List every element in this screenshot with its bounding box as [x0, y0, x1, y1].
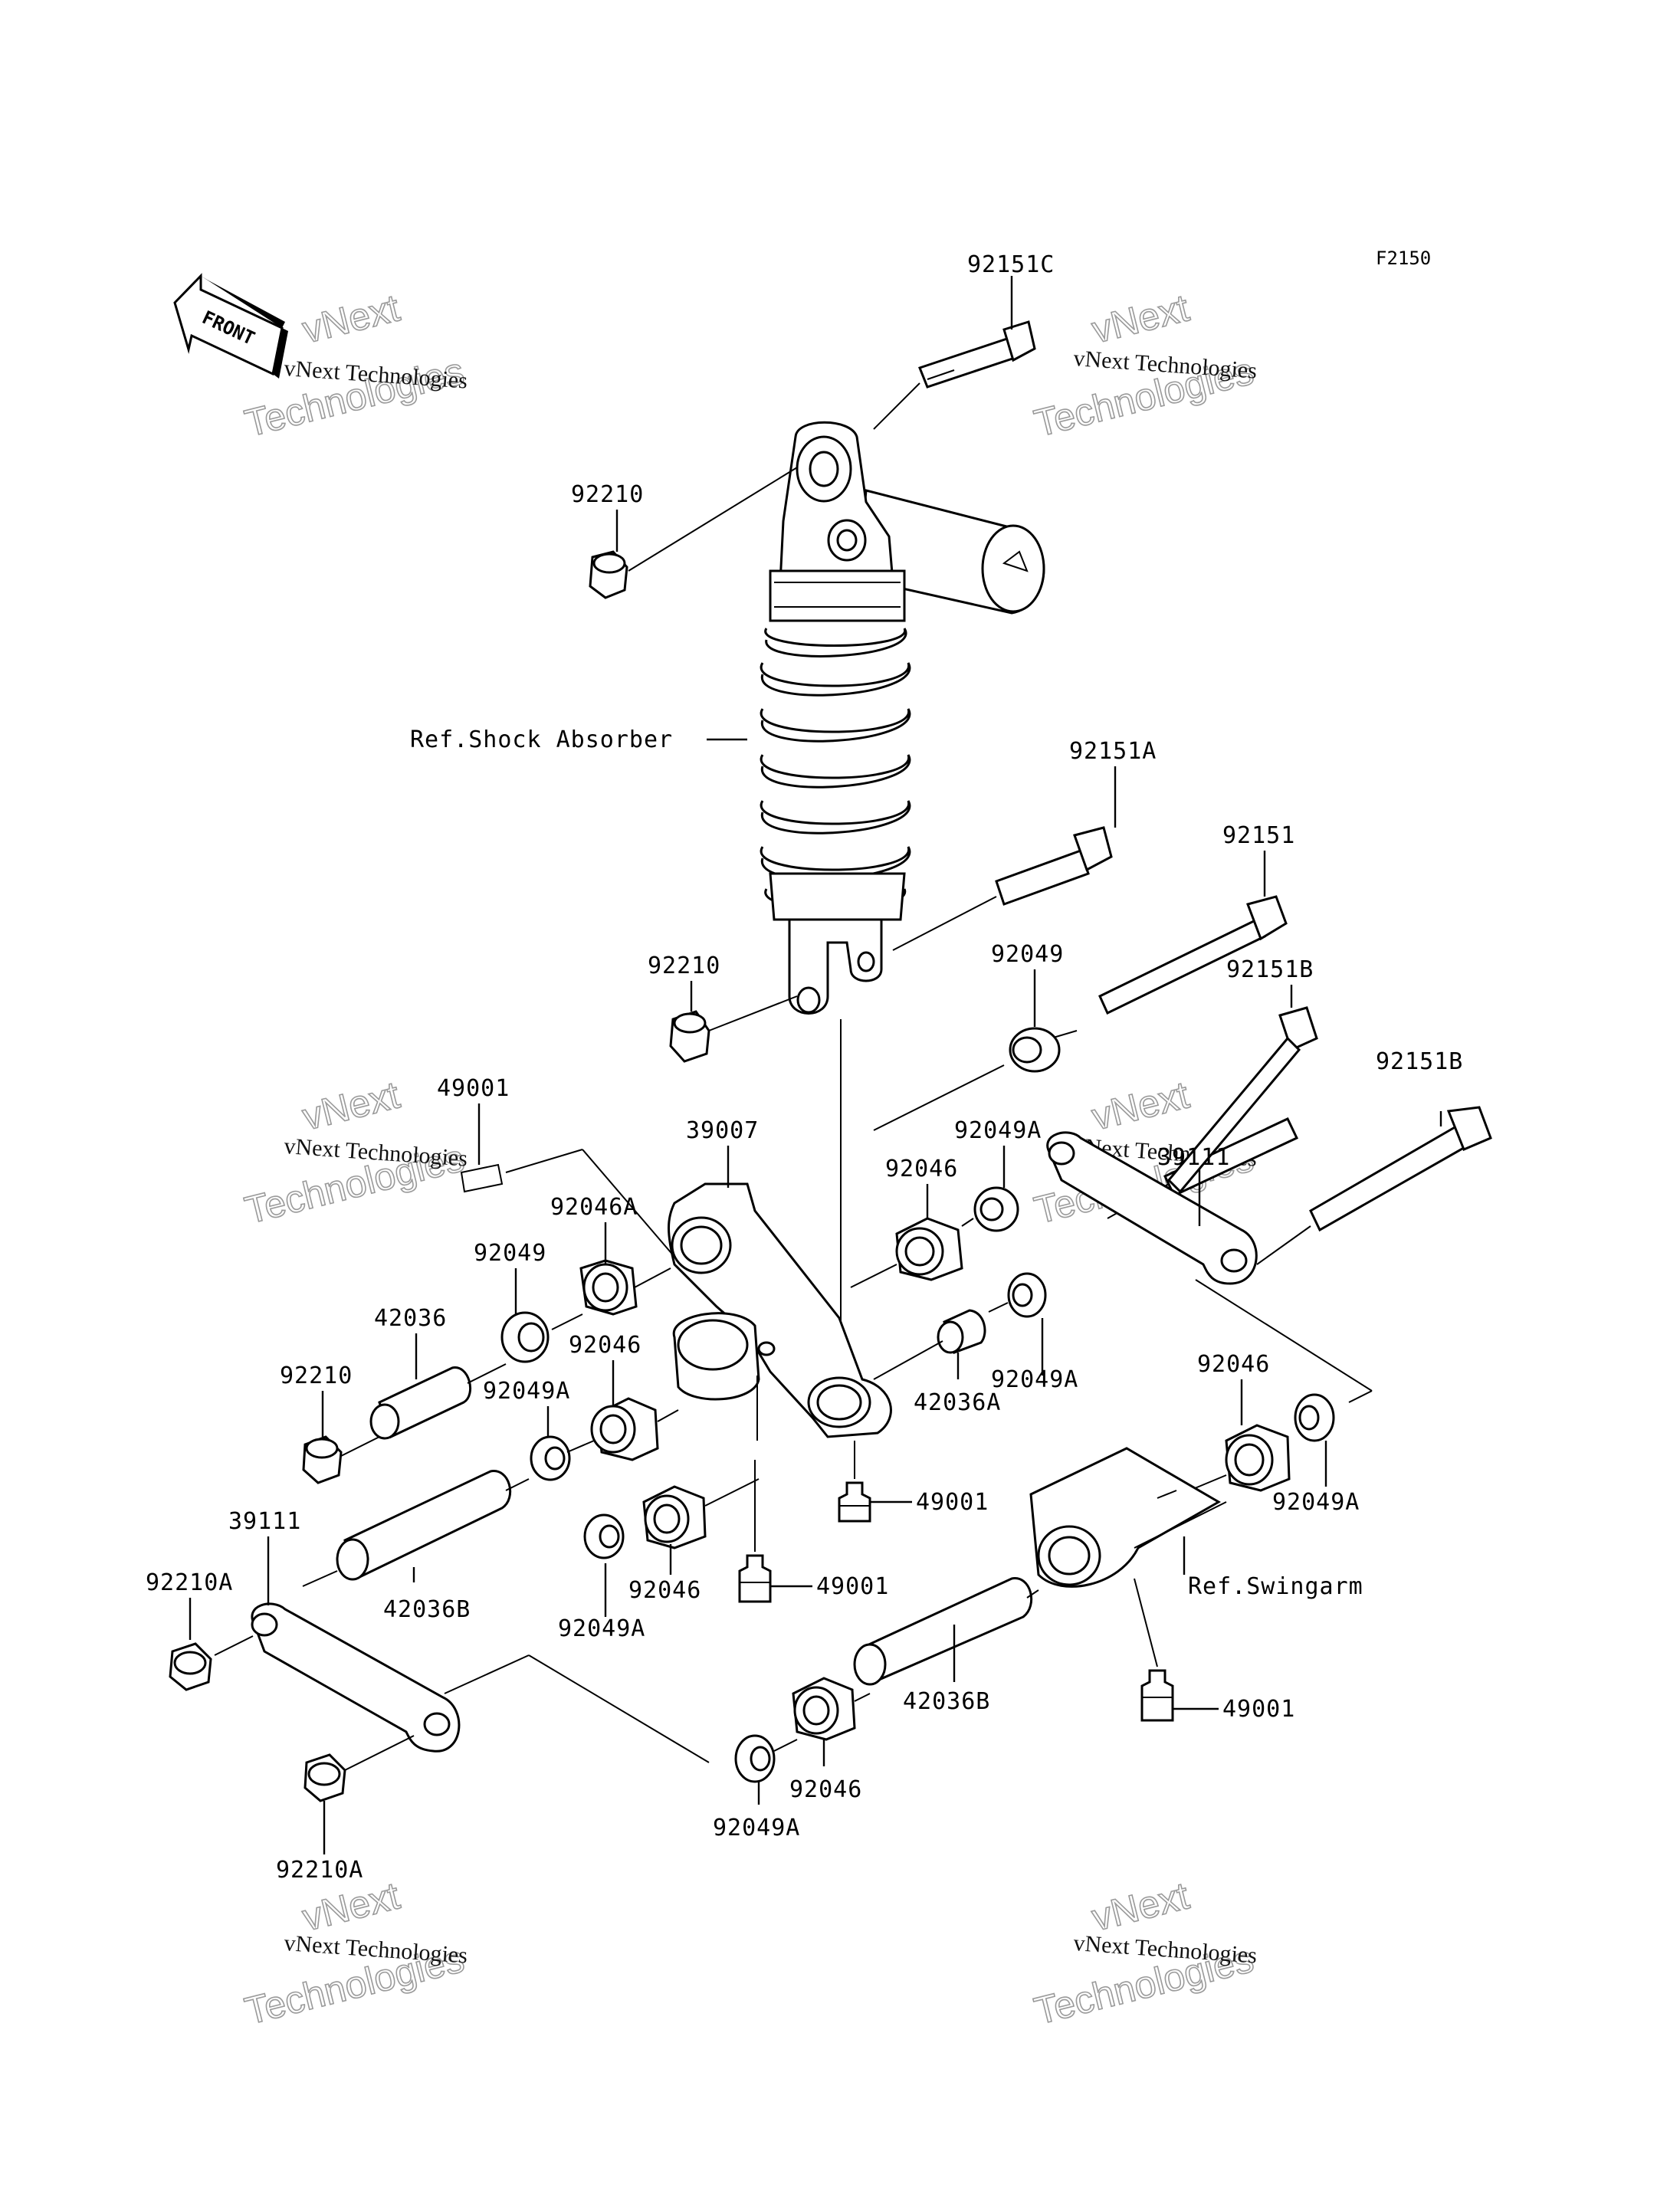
bolt-92151c: [873, 320, 1036, 430]
bearing-92046-right-2: [1180, 1424, 1291, 1495]
label-92049a-right-3: 92049A: [1272, 1489, 1360, 1516]
watermark-bottom-left: vNext Technologies vNext Technologies: [240, 1874, 468, 2034]
label-92049-right: 92049: [991, 941, 1064, 968]
grease-nipple-49001-center-2: [738, 1460, 772, 1603]
svg-text:vNext: vNext: [1088, 1073, 1193, 1138]
nut-92210-top: [589, 467, 798, 599]
nut-92210a-1: [169, 1642, 212, 1691]
label-92210-left: 92210: [280, 1362, 353, 1389]
label-92046-right-2: 92046: [1197, 1351, 1270, 1378]
washer-92049a-left: [530, 1435, 595, 1481]
nut-92210-left: [302, 1435, 380, 1484]
collar-42036b-right: [853, 1577, 1039, 1686]
label-92049a-bottom: 92049A: [713, 1815, 800, 1841]
link-plate-39111-left: [214, 1602, 710, 1763]
collar-42036a: [873, 1309, 986, 1380]
bolt-92151b-2: [1256, 1106, 1492, 1265]
label-39111-left: 39111: [228, 1508, 301, 1535]
nut-92210-mid: [669, 995, 798, 1063]
washer-92049-left: [500, 1311, 583, 1363]
bolt-92151a: [892, 826, 1113, 951]
part-labels: 92151C 92210 92151A 92151 92210 92049 92…: [146, 251, 1463, 1884]
grease-nipple-49001-top: [460, 1149, 675, 1258]
watermark-top-right: vNext Technologies vNext Technologies: [1029, 286, 1258, 446]
label-49001-center: 49001: [916, 1489, 989, 1516]
svg-text:vNext: vNext: [1088, 286, 1193, 351]
collar-42036: [369, 1363, 507, 1440]
ref-swingarm: Ref.Swingarm: [1188, 1573, 1363, 1600]
label-92049a-center: 92049A: [558, 1615, 645, 1642]
label-92046a: 92046A: [550, 1194, 638, 1221]
label-92151b-2: 92151B: [1376, 1048, 1463, 1075]
bearing-92046a: [579, 1259, 671, 1316]
bearing-92046-right-1: [850, 1217, 963, 1288]
label-49001-center-2: 49001: [816, 1573, 889, 1600]
label-92049a-left: 92049A: [483, 1378, 570, 1405]
swingarm-reference: [1029, 1447, 1227, 1588]
label-42036a: 42036A: [914, 1389, 1001, 1416]
svg-text:vNext: vNext: [298, 1874, 404, 1939]
svg-text:vNext: vNext: [1088, 1874, 1193, 1939]
bolt-92151b-1: [1107, 1006, 1318, 1219]
svg-text:vNext: vNext: [298, 1073, 404, 1138]
label-92049a-right-1: 92049A: [954, 1117, 1042, 1144]
washer-92049-right: [873, 1027, 1061, 1131]
front-arrow-icon: FRONT: [173, 273, 288, 379]
label-39111-right: 39111: [1157, 1144, 1230, 1171]
washer-92049a-center: [583, 1513, 625, 1559]
nut-92210a-2: [304, 1735, 415, 1802]
washer-92049a-right-1: [961, 1186, 1019, 1232]
link-plate-39111-right: [1046, 1131, 1373, 1403]
label-39007: 39007: [686, 1117, 759, 1144]
watermark-mid-left: vNext Technologies vNext Technologies: [240, 1073, 468, 1233]
label-92210-mid: 92210: [648, 953, 720, 979]
label-92046-center: 92046: [569, 1332, 641, 1359]
label-92046-bottom: 92046: [789, 1776, 862, 1803]
grease-nipple-49001-center: [838, 1441, 871, 1523]
bearing-92046-center: [590, 1397, 679, 1461]
watermark-bottom-right: vNext Technologies vNext Technologies: [1029, 1874, 1258, 2034]
shock-absorber: [760, 421, 1045, 1333]
label-92049-left: 92049: [474, 1240, 546, 1267]
label-92151: 92151: [1222, 822, 1295, 849]
label-42036b-left: 42036B: [383, 1596, 471, 1623]
label-92151b-1: 92151B: [1226, 956, 1314, 983]
label-92210a-2: 92210A: [276, 1857, 363, 1884]
ref-shock-absorber: Ref.Shock Absorber: [410, 726, 673, 753]
label-92151c: 92151C: [967, 251, 1055, 278]
label-49001-top: 49001: [437, 1075, 510, 1102]
bolt-92151: [1011, 895, 1288, 1051]
figure-code: F2150: [1376, 248, 1431, 269]
bearing-92046-center-2: [642, 1478, 760, 1549]
label-92210-top: 92210: [571, 481, 644, 508]
label-42036b-right: 42036B: [903, 1688, 990, 1715]
label-92046-right-1: 92046: [885, 1156, 958, 1182]
bearing-92046-bottom: [792, 1677, 871, 1741]
label-49001-right: 49001: [1222, 1696, 1295, 1723]
washer-92049a-right-2: [988, 1272, 1047, 1318]
label-42036: 42036: [374, 1305, 447, 1332]
leader-lines: [189, 276, 1442, 1854]
svg-text:vNext: vNext: [298, 286, 404, 351]
washer-92049a-right-3: [1294, 1393, 1335, 1442]
rocker-arm-39007: [668, 1182, 892, 1441]
label-92210a-1: 92210A: [146, 1569, 233, 1596]
grease-nipple-49001-right: [1134, 1578, 1174, 1722]
label-92049a-right-2: 92049A: [991, 1366, 1078, 1393]
collar-42036b-left: [302, 1470, 530, 1587]
washer-92049a-bottom: [734, 1734, 798, 1783]
label-92151a: 92151A: [1069, 738, 1157, 765]
spring-coils: [760, 628, 911, 910]
label-92046-center-2: 92046: [628, 1577, 701, 1604]
